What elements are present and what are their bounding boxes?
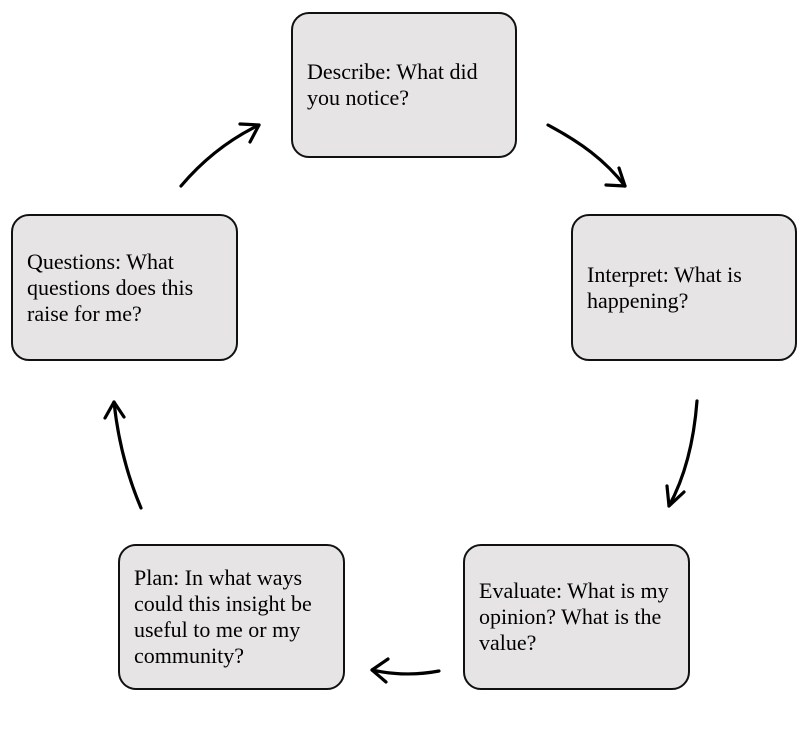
node-plan: Plan: In what ways could this insight be… xyxy=(118,544,345,690)
node-evaluate-label: Evaluate: What is my opinion? What is th… xyxy=(479,578,669,655)
node-describe: Describe: What did you notice? xyxy=(291,12,517,158)
node-interpret-label: Interpret: What is happening? xyxy=(587,261,742,313)
node-describe-label: Describe: What did you notice? xyxy=(307,59,478,110)
node-plan-label: Plan: In what ways could this insight be… xyxy=(134,565,312,668)
node-evaluate: Evaluate: What is my opinion? What is th… xyxy=(463,544,690,690)
arrow-questions-to-describe xyxy=(179,122,261,188)
arrow-plan-to-questions xyxy=(103,400,143,510)
node-interpret: Interpret: What is happening? xyxy=(571,214,797,361)
node-questions: Questions: What questions does this rais… xyxy=(11,214,238,361)
node-questions-label: Questions: What questions does this rais… xyxy=(27,248,194,326)
arrow-evaluate-to-plan xyxy=(370,657,441,684)
arrow-interpret-to-evaluate xyxy=(665,399,699,508)
arrow-describe-to-interpret xyxy=(546,123,627,188)
